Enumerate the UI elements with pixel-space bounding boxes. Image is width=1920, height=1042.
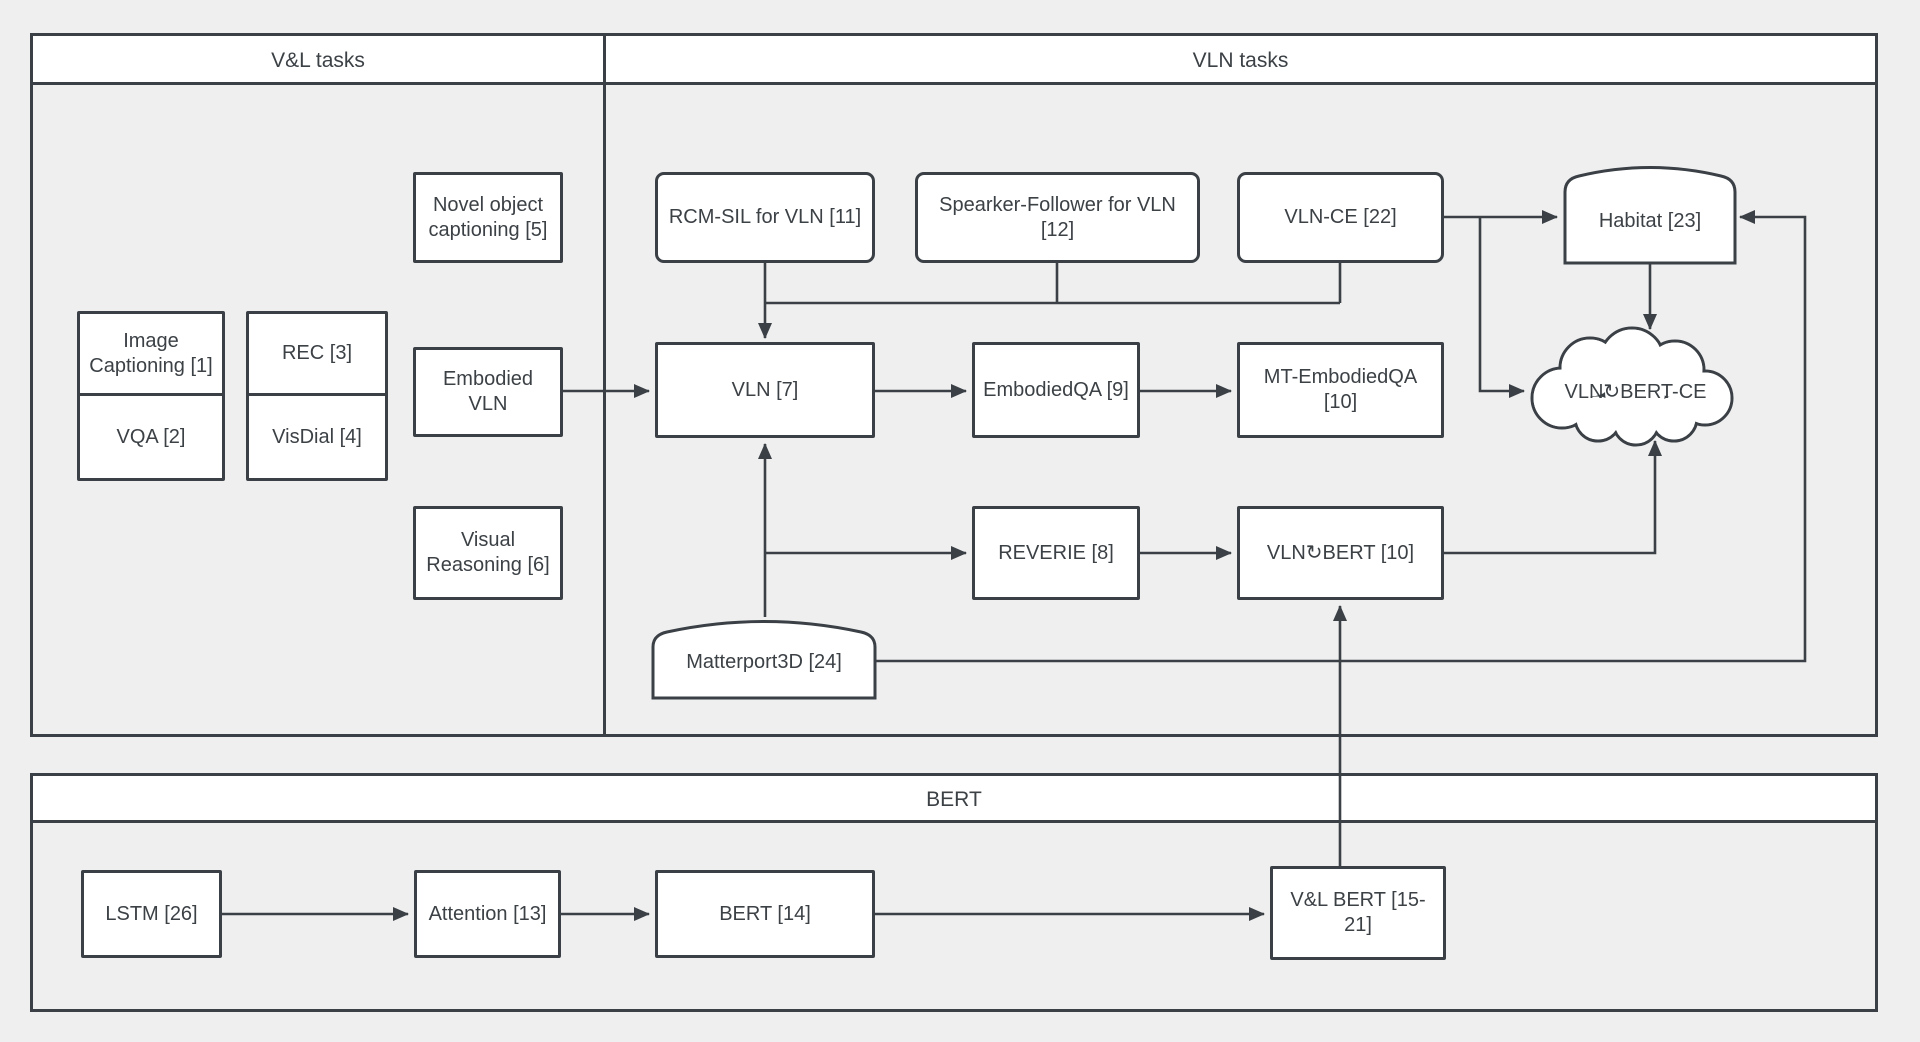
- bert-title: BERT: [926, 787, 982, 811]
- node-lstm[interactable]: LSTM [26]: [81, 870, 222, 958]
- edge-vlnce-cloud: [1478, 217, 1525, 398]
- node-vl-bert[interactable]: V&L BERT [15-21]: [1270, 866, 1446, 960]
- bert-container: [30, 773, 1878, 1012]
- node-vln-bert-ce[interactable]: VLN↻BERT-CE: [1564, 380, 1707, 403]
- node-image-captioning[interactable]: Image Captioning [1]: [77, 311, 225, 396]
- node-habitat[interactable]: Habitat [23]: [1598, 209, 1702, 232]
- bert-header-band: [33, 776, 1875, 823]
- node-bert-14[interactable]: BERT [14]: [655, 870, 875, 958]
- section-divider: [603, 36, 606, 734]
- tasks-container: [30, 33, 1878, 737]
- node-embodiedqa[interactable]: EmbodiedQA [9]: [972, 342, 1140, 438]
- node-vln-7[interactable]: VLN [7]: [655, 342, 875, 438]
- node-attention[interactable]: Attention [13]: [414, 870, 561, 958]
- node-visual-reasoning[interactable]: Visual Reasoning [6]: [413, 506, 563, 600]
- node-novel-object-captioning[interactable]: Novel object captioning [5]: [413, 172, 563, 263]
- node-visdial[interactable]: VisDial [4]: [246, 393, 388, 481]
- node-mt-embodiedqa[interactable]: MT-EmbodiedQA [10]: [1237, 342, 1444, 438]
- node-embodied-vln[interactable]: Embodied VLN: [413, 347, 563, 437]
- node-speaker-follower[interactable]: Spearker-Follower for VLN [12]: [915, 172, 1200, 263]
- vln-bert-ce-cloud[interactable]: [1530, 326, 1734, 447]
- edge-vlnbert-cloud: [1444, 440, 1662, 555]
- node-vln-ce[interactable]: VLN-CE [22]: [1237, 172, 1444, 263]
- node-vqa[interactable]: VQA [2]: [77, 393, 225, 481]
- node-matterport3d[interactable]: Matterport3D [24]: [686, 650, 842, 673]
- node-rec[interactable]: REC [3]: [246, 311, 388, 396]
- node-vln-bert[interactable]: VLN↻BERT [10]: [1237, 506, 1444, 600]
- vl-tasks-title: V&L tasks: [271, 48, 365, 72]
- tasks-header-band: [33, 36, 1875, 85]
- node-reverie[interactable]: REVERIE [8]: [972, 506, 1140, 600]
- habitat-shape[interactable]: [1563, 166, 1737, 265]
- matterport3d-shape[interactable]: [651, 620, 877, 700]
- node-rcm-sil[interactable]: RCM-SIL for VLN [11]: [655, 172, 875, 263]
- vln-tasks-title: VLN tasks: [1192, 48, 1289, 72]
